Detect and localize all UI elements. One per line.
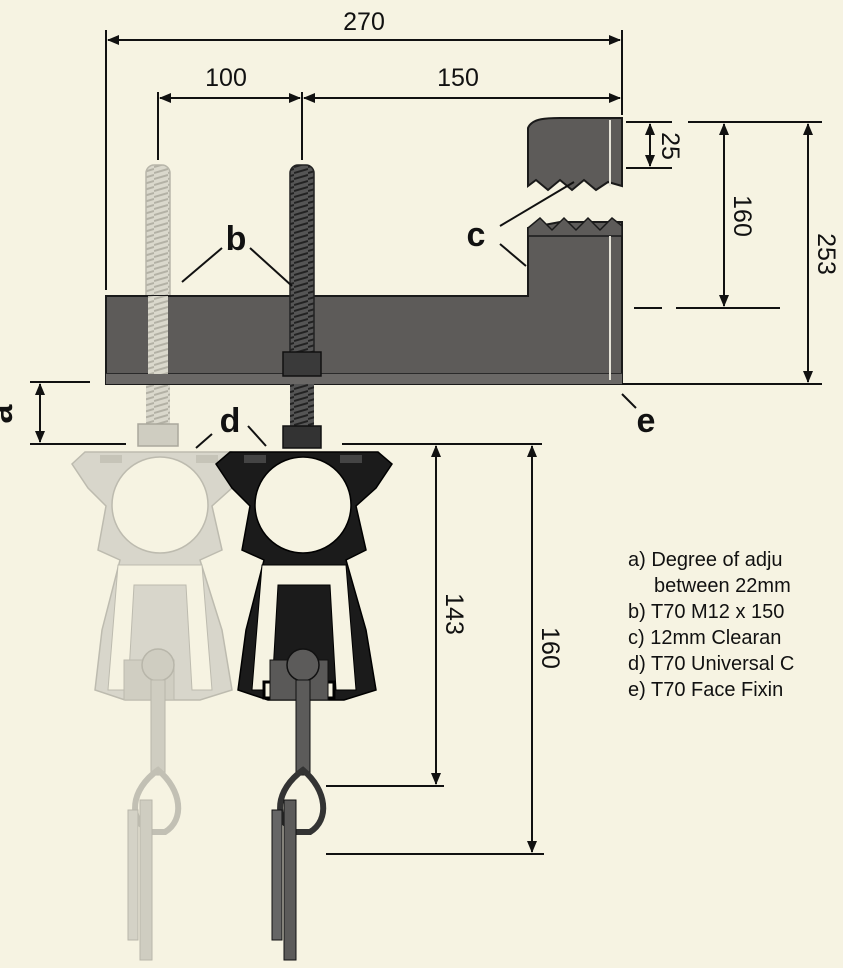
dim-160-label: 160: [728, 195, 756, 237]
leader-d-left: [195, 433, 213, 449]
dim-253-label: 253: [812, 233, 840, 275]
legend-line-a-cont: between 22mm: [654, 575, 791, 597]
ghost-rod-lower: [146, 384, 170, 424]
ghost-rod-through-beam: [148, 296, 168, 374]
ghost-hook-shank: [150, 679, 166, 776]
dim-143-label: 143: [440, 593, 468, 635]
legend-line-d: d) T70 Universal C: [628, 653, 794, 675]
clamp-window: [251, 564, 357, 691]
lower-jaw-teeth: [527, 216, 623, 237]
ghost-nut-bottom: [137, 423, 179, 447]
ghost-clamp-ring-hole: [111, 456, 209, 554]
bolt-right: [340, 455, 362, 463]
label-e: e: [637, 402, 656, 440]
dim-160b-label: 160: [536, 627, 564, 669]
ghost-hook-clip: [127, 809, 139, 941]
leader-e: [621, 393, 637, 409]
clamp-ring-hole: [254, 456, 352, 554]
legend: a) Degree of adju between 22mm b) T70 M1…: [628, 549, 794, 701]
ghost-fitting: [71, 164, 250, 961]
legend-line-b: b) T70 M12 x 150: [628, 601, 784, 623]
upper-jaw: [527, 117, 623, 192]
label-d: d: [220, 402, 241, 440]
rod-lower: [290, 384, 314, 428]
ghost-bolt-right: [196, 455, 218, 463]
dim-25-label: 25: [656, 132, 684, 160]
leader-c-lower: [499, 243, 527, 267]
hook-clip: [271, 809, 283, 941]
legend-line-a: a) Degree of adju: [628, 549, 783, 571]
label-b: b: [226, 220, 247, 258]
label-a: a: [0, 403, 20, 423]
hook-bar: [283, 799, 297, 961]
legend-line-c: c) 12mm Clearan: [628, 627, 781, 649]
label-c: c: [467, 216, 486, 254]
leader-b-left: [181, 247, 223, 283]
bracket-face-plate: [106, 374, 622, 384]
dark-fitting: [215, 164, 393, 961]
nut-top: [282, 351, 322, 377]
hook-loop: [277, 766, 327, 835]
legend-line-e: e) T70 Face Fixin: [628, 679, 783, 701]
dim-100-label: 100: [205, 64, 247, 92]
nut-bottom: [282, 425, 322, 449]
hook-shank: [295, 679, 311, 776]
ghost-bolt-left: [100, 455, 122, 463]
threaded-rod: [289, 164, 315, 371]
ghost-hook-ball: [141, 648, 175, 682]
bracket-beam: [105, 221, 623, 385]
dim-270-label: 270: [343, 8, 385, 36]
ghost-hook-bar: [139, 799, 153, 961]
hook-ball: [286, 648, 320, 682]
face-fixing-bracket: [105, 117, 623, 385]
leader-b-right: [249, 247, 293, 287]
dim-150-label: 150: [437, 64, 479, 92]
ghost-clamp-window: [107, 564, 213, 691]
bolt-left: [244, 455, 266, 463]
ghost-hook-loop: [132, 766, 182, 835]
dimension-lines: [30, 30, 822, 855]
leader-c-upper: [499, 181, 575, 227]
leader-d-right: [247, 425, 267, 447]
